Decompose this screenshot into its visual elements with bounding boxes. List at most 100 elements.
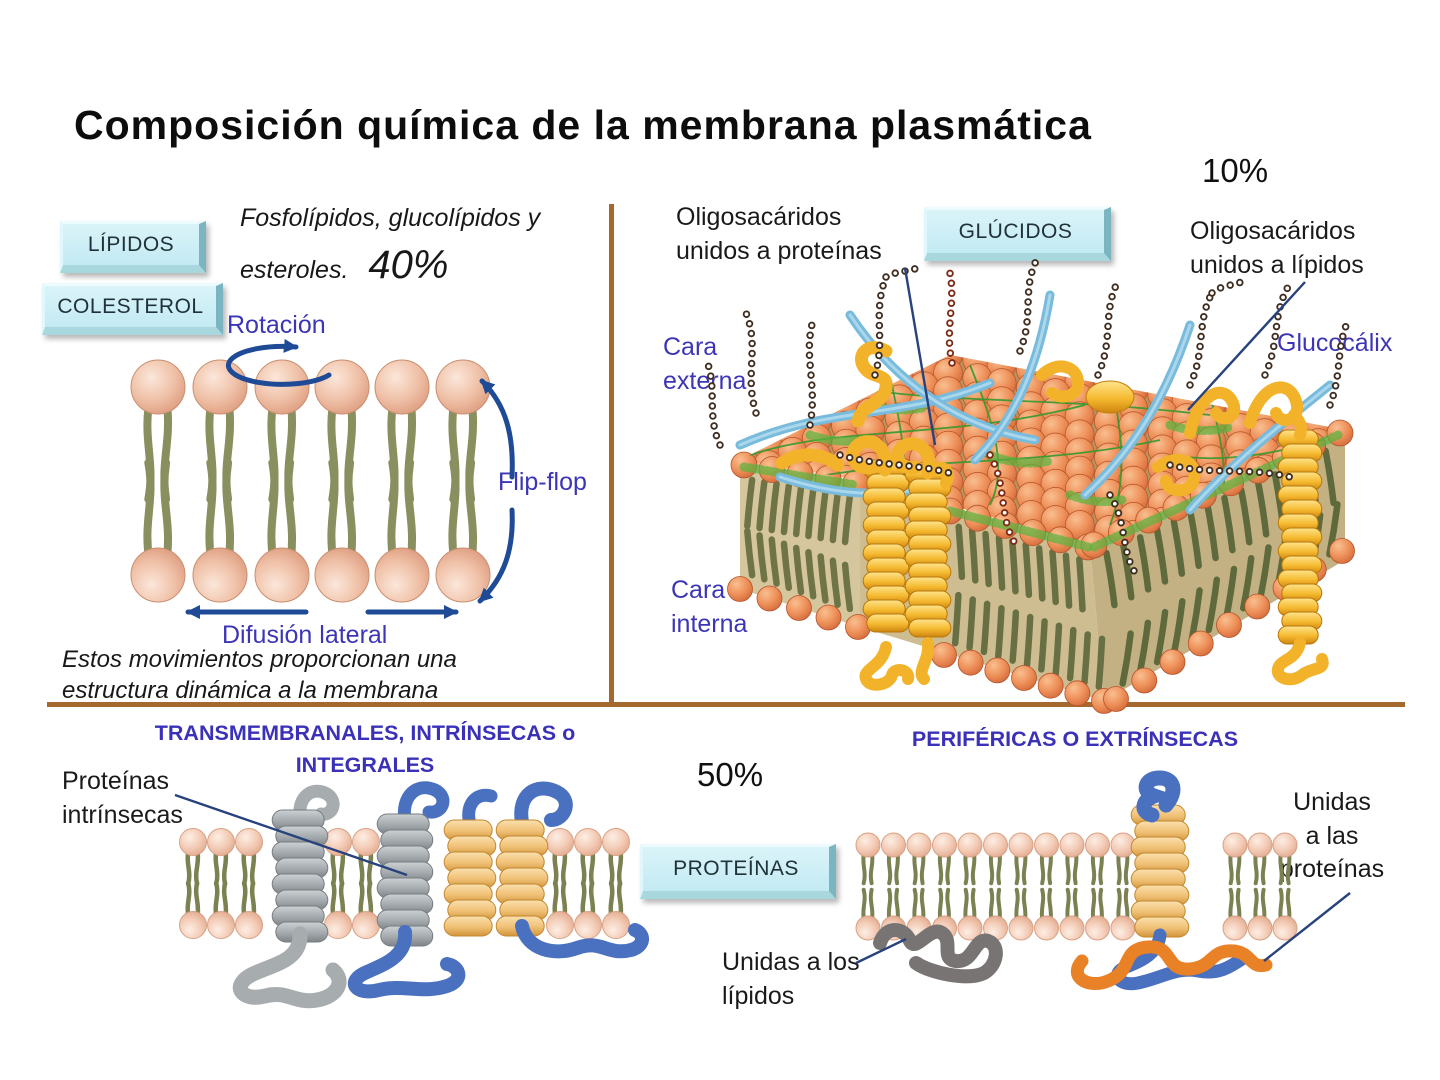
protein-coil	[271, 809, 329, 943]
phospholipid	[881, 832, 906, 886]
flipflop-arrow-down	[477, 507, 515, 604]
proteins-percent: 50%	[697, 756, 764, 793]
oligosaccharide-chain	[1016, 257, 1040, 355]
phospholipid	[1059, 887, 1085, 941]
phospholipid	[324, 880, 352, 939]
phospholipid	[1247, 832, 1273, 886]
phospholipid	[207, 880, 235, 939]
phospholipid	[352, 880, 380, 939]
callout-oligo-proteins	[903, 267, 937, 446]
phospholipid	[1110, 887, 1136, 941]
page-title: Composición química de la membrana plasm…	[74, 102, 1092, 148]
phospholipid	[1247, 887, 1273, 941]
intrinsic-proteins-label: Proteínas intrínsecas	[62, 767, 183, 829]
phospholipid	[314, 458, 370, 603]
phospholipid	[957, 887, 983, 941]
lipidos-box: LÍPIDOS	[60, 221, 206, 273]
phospholipid	[983, 887, 1008, 941]
glucids-percent: 10%	[1202, 152, 1269, 189]
phospholipid	[314, 359, 370, 504]
oligo-proteins-label: Oligosacáridos unidos a proteínas	[676, 203, 882, 265]
oligosaccharide-chain	[1326, 317, 1352, 409]
lipidos-box-label: LÍPIDOS	[87, 232, 175, 256]
phospholipid	[192, 359, 248, 504]
phospholipid	[574, 828, 602, 887]
phospholipid	[1008, 832, 1034, 886]
callout-bound-proteins	[1263, 892, 1351, 962]
movement-note: Estos movimientos proporcionan una estru…	[62, 646, 457, 704]
callout-bound-lipids	[855, 937, 907, 965]
oligosaccharide-chain	[805, 313, 818, 429]
glucocalix-label: Glucocálix	[1277, 329, 1393, 357]
callout-intrinsic-proteins	[174, 793, 408, 877]
phospholipid	[602, 828, 630, 887]
phospholipid	[957, 832, 983, 886]
phospholipid	[324, 828, 352, 887]
peripheral-proteins-header: PERIFÉRICAS O EXTRÍNSECAS	[911, 727, 1239, 751]
colesterol-box-label: COLESTEROL	[57, 294, 204, 318]
phospholipid	[1272, 832, 1298, 886]
lipids-description-line2-row: esteroles. 40%	[240, 243, 448, 288]
rotation-arrow	[225, 338, 332, 387]
oligosaccharide-chain	[1186, 289, 1216, 389]
phospholipid	[855, 832, 881, 886]
phospholipid	[1008, 887, 1034, 941]
phospholipid	[179, 880, 207, 939]
phospholipid	[1034, 832, 1059, 886]
protein-coil	[904, 464, 952, 638]
lipid-movement-illustration	[130, 338, 515, 619]
phospholipid	[1085, 832, 1110, 886]
phospholipid	[906, 832, 932, 886]
proteinas-box-label: PROTEÍNAS	[673, 857, 799, 880]
phospholipid	[435, 458, 491, 603]
lipids-description-line2: esteroles.	[240, 256, 349, 284]
phospholipid	[235, 880, 263, 939]
protein-coil	[1277, 429, 1323, 645]
bound-to-lipids-label: Unidas a los lípidos	[722, 948, 860, 1010]
rotation-label: Rotación	[227, 311, 326, 339]
phospholipid	[207, 828, 235, 887]
phospholipid	[1272, 887, 1298, 941]
phospholipid	[1034, 887, 1059, 941]
glucidos-box-label: GLÚCIDOS	[958, 219, 1073, 243]
peripheral-proteins-illustration	[855, 770, 1351, 991]
cara-externa-label: Cara externa	[663, 333, 747, 395]
phospholipid	[179, 828, 207, 887]
phospholipid	[602, 880, 630, 939]
oligosaccharide-chain	[1261, 283, 1292, 379]
membrane-3d-illustration	[702, 257, 1355, 714]
phospholipid	[546, 880, 574, 939]
horizontal-divider	[47, 702, 1405, 707]
phospholipid	[1222, 832, 1248, 886]
oligo-lipids-label: Oligosacáridos unidos a lípidos	[1190, 217, 1364, 279]
phospholipid	[130, 458, 186, 603]
phospholipid	[192, 458, 248, 603]
phospholipid	[130, 359, 186, 504]
phospholipid	[254, 458, 310, 603]
lipids-description-line1: Fosfolípidos, glucolípidos y	[240, 204, 541, 232]
phospholipid	[855, 887, 881, 941]
colesterol-box: COLESTEROL	[42, 283, 223, 335]
flipflop-arrow-up	[479, 378, 515, 480]
phospholipid	[932, 832, 957, 886]
phospholipid	[1085, 887, 1110, 941]
phospholipid	[374, 359, 430, 504]
protein-coil	[1130, 804, 1190, 938]
phospholipid	[983, 832, 1008, 886]
callout-oligo-lipids	[1187, 281, 1306, 411]
phospholipid	[1059, 832, 1085, 886]
integral-proteins-illustration	[174, 781, 649, 1009]
phospholipid	[374, 458, 430, 603]
lipids-percent: 40%	[368, 243, 449, 287]
glucidos-box: GLÚCIDOS	[924, 207, 1111, 261]
integral-proteins-header: TRANSMEMBRANALES, INTRÍNSECAS o INTEGRAL…	[154, 721, 576, 778]
protein-coil	[443, 819, 497, 937]
protein-coil	[862, 459, 910, 633]
proteinas-box: PROTEÍNAS	[640, 844, 836, 899]
oligosaccharide-chain	[702, 355, 724, 449]
cara-interna-label: Cara interna	[671, 576, 748, 638]
membrane-left-face	[740, 460, 860, 627]
phospholipid	[574, 880, 602, 939]
phospholipid	[1222, 887, 1248, 941]
